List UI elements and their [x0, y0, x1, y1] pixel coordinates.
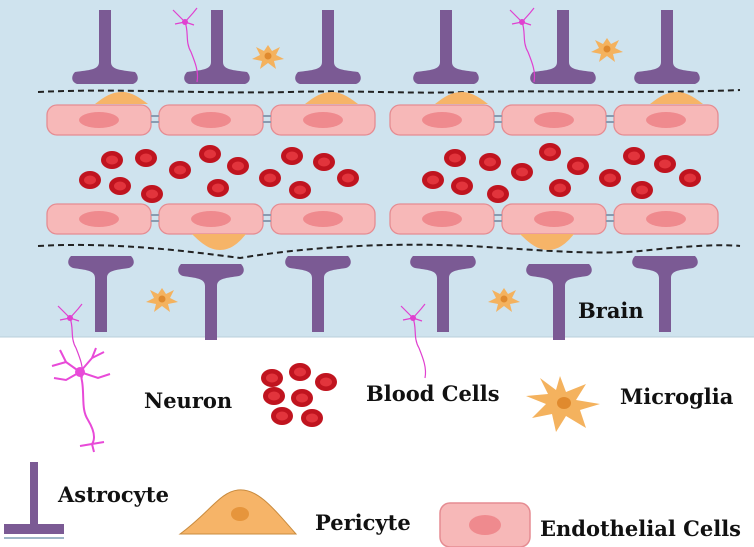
basement-membrane-bottom — [37, 243, 741, 260]
brain-background — [0, 0, 754, 337]
pericyte-bottom-group — [192, 234, 574, 250]
tight-junctions-top — [151, 115, 614, 123]
tight-junctions-bottom — [151, 214, 614, 222]
legend-astrocyte-label: Astrocyte — [58, 482, 169, 507]
legend-neuron-icon — [51, 347, 111, 453]
brain-label: Brain — [578, 298, 644, 323]
legend-pericyte-icon — [178, 489, 298, 535]
legend-microglia-label: Microglia — [620, 384, 734, 409]
legend-neuron-label: Neuron — [144, 388, 233, 413]
legend-endothelial-icon — [439, 502, 531, 547]
basement-membrane-top — [37, 89, 741, 94]
legend-pericyte-label: Pericyte — [315, 510, 411, 535]
pericyte-top-group — [95, 92, 703, 104]
legend-endothelial-label: Endothelial Cells — [540, 516, 741, 541]
legend-blood-cells-label: Blood Cells — [366, 381, 500, 406]
legend-microglia-icon — [526, 376, 600, 432]
legend-blood-cells-icon — [261, 363, 337, 427]
legend-astrocyte-icon — [4, 462, 64, 539]
